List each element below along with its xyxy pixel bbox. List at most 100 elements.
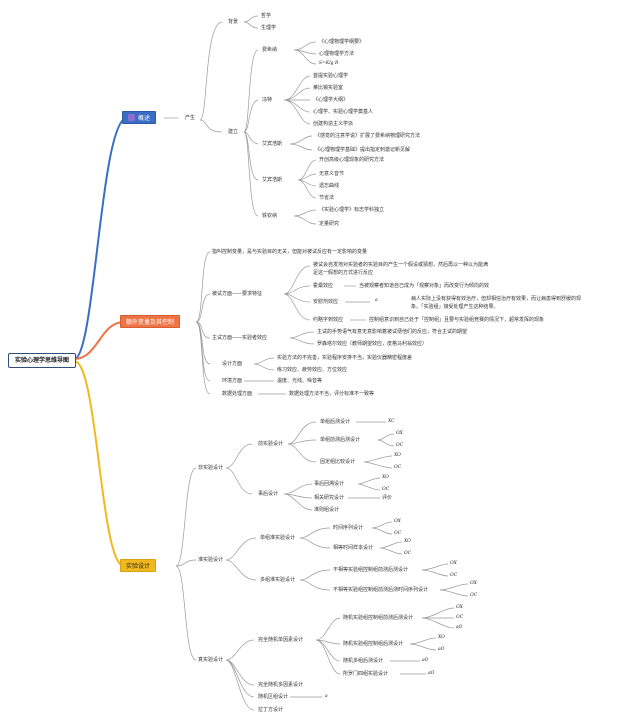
formula-oc-2: OC bbox=[394, 465, 402, 470]
node-exp-desc[interactable]: 主试的手势语气有意无意影响着被试便他们的反应，符合主试的期望 bbox=[317, 329, 468, 335]
category-extraneous[interactable]: 额外变量及其控制 bbox=[120, 315, 181, 328]
design-title: 实验设计 bbox=[126, 563, 151, 570]
node-rand-multi-post[interactable]: 随机多组后测设计 bbox=[343, 658, 384, 664]
node-placebo-desc2[interactable]: 象。「实验组」接受处理产生这种结果。 bbox=[411, 304, 499, 310]
formula-xo-2: XO bbox=[382, 475, 389, 480]
node-hawthorne[interactable]: 霍桑效应 bbox=[313, 283, 334, 289]
overview-title: 概述 bbox=[138, 115, 151, 122]
node-hawthorne-desc[interactable]: 当被观察者知道自己成为「观察对象」而改变行为倾向的效 bbox=[359, 283, 490, 289]
formula-ao-3: aO bbox=[422, 658, 429, 663]
node-true-experimental[interactable]: 真实验设计 bbox=[198, 657, 224, 663]
node-wundt-4[interactable]: 心理学、实验心理学奠基人 bbox=[313, 109, 374, 115]
branch-overview bbox=[73, 117, 127, 360]
node-complete-multi[interactable]: 完全随机多因素设计 bbox=[258, 682, 304, 688]
node-one-group-pre-post[interactable]: 单组前测后测设计 bbox=[320, 437, 361, 443]
node-quasi-single[interactable]: 单组准实验设计 bbox=[260, 535, 296, 541]
node-fechner[interactable]: 费希纳 bbox=[262, 47, 278, 53]
node-randomized-block[interactable]: 随机区组设计 bbox=[258, 694, 289, 700]
formula-ao-2: aO bbox=[438, 647, 445, 652]
formula-oc-4: OC bbox=[394, 531, 402, 536]
node-placebo-desc1[interactable]: 病人实际上没有获得有效治疗，但却相信治疗有效果，而让病患得到舒缓的现 bbox=[411, 296, 582, 302]
formula-a: a bbox=[325, 694, 328, 699]
node-rand-pre-post[interactable]: 随机实验组控制组前测后测设计 bbox=[343, 615, 414, 621]
node-ex-post-facto[interactable]: 事后设计 bbox=[258, 491, 279, 497]
node-quasi-multi[interactable]: 多组准实验设计 bbox=[260, 577, 296, 583]
node-fechner-method[interactable]: 心理物理学方法 bbox=[319, 51, 355, 57]
node-donders-4[interactable]: 节省法 bbox=[319, 195, 335, 201]
node-quasi[interactable]: 准实验设计 bbox=[198, 557, 224, 563]
node-ext-subject-desc1[interactable]: 被试会自发地对实验者的实验目的产生一个假设或猜想，然后再以一种以为能满 bbox=[313, 262, 489, 268]
node-wundt-1[interactable]: 首提实验心理学 bbox=[313, 73, 349, 79]
node-establish[interactable]: 建立 bbox=[228, 129, 239, 135]
formula-xo-4: XO bbox=[438, 635, 445, 640]
node-wundt-5[interactable]: 创建构造主义学派 bbox=[313, 121, 354, 127]
node-placebo[interactable]: 安慰剂效应 bbox=[313, 299, 339, 305]
node-complete-single[interactable]: 完全随机单因素设计 bbox=[258, 637, 304, 643]
node-ebb-2[interactable]: 《心理物理学基础》提出指定刺激记新见解 bbox=[315, 147, 411, 153]
node-correlation[interactable]: 相关研究设计 bbox=[314, 495, 345, 501]
node-wundt[interactable]: 冯特 bbox=[262, 97, 273, 103]
node-criterion-group[interactable]: 准则组设计 bbox=[314, 507, 340, 513]
node-ext-experimenter[interactable]: 主试方面——实验者效应 bbox=[212, 335, 268, 341]
node-titchener[interactable]: 铁钦纳 bbox=[262, 213, 278, 219]
category-overview[interactable]: 概述 bbox=[122, 111, 157, 124]
node-ebb-1[interactable]: 《感觉的注意学说》扩展了费希纳物理研究方法 bbox=[315, 133, 421, 139]
node-rosenthal[interactable]: 罗森塔尔效应（教师期望效应，皮格马利翁效应） bbox=[317, 341, 428, 347]
node-ext-environment[interactable]: 环境方面 bbox=[222, 378, 243, 384]
node-fechner-book[interactable]: 《心理物理学纲要》 bbox=[319, 39, 365, 45]
pencil-icon bbox=[128, 114, 135, 121]
formula-ao-4: aO bbox=[428, 671, 435, 676]
formula-ox-3: OX bbox=[450, 561, 457, 566]
node-ext-data[interactable]: 数据处理方面 bbox=[222, 391, 253, 397]
extraneous-title: 额外变量及其控制 bbox=[126, 319, 175, 326]
node-solomon[interactable]: 所罗门四组实验设计 bbox=[343, 671, 389, 677]
node-nonequiv-pre-post[interactable]: 不相等实验组控制组前测后测设计 bbox=[333, 567, 409, 573]
formula-oc-3: OC bbox=[382, 487, 390, 492]
node-non-experimental[interactable]: 非实验设计 bbox=[198, 465, 224, 471]
node-john-henry-desc[interactable]: 控制组意识到自己处于「控制组」且要与实验组竞赛的情况下，超常发挥的现象 bbox=[369, 317, 545, 323]
node-nonequiv-time[interactable]: 不相等实验组控制组前测后测时间序列设计 bbox=[333, 587, 429, 593]
node-one-shot-post[interactable]: 单组后测设计 bbox=[320, 419, 351, 425]
node-ext-design[interactable]: 设计方面 bbox=[222, 361, 243, 367]
node-evaluation[interactable]: 评价 bbox=[382, 495, 393, 501]
node-titchener-2[interactable]: 定量研究 bbox=[319, 221, 340, 227]
node-ext-subject-desc2[interactable]: 足这一假想的方式进行反应 bbox=[313, 270, 374, 276]
node-background[interactable]: 背景 bbox=[228, 19, 239, 25]
node-ext-def[interactable]: 指叫控制变量，是与实验目的无关，但能对被试反应有一定影响的变量 bbox=[212, 249, 368, 255]
node-donders-3[interactable]: 遗忘曲线 bbox=[319, 183, 340, 189]
node-produce[interactable]: 产生 bbox=[185, 115, 196, 121]
node-bg-physiology[interactable]: 生理学 bbox=[261, 25, 277, 31]
node-titchener-1[interactable]: 《实验心理学》标志学科独立 bbox=[319, 207, 385, 213]
node-ebbinghaus-b[interactable]: 艾宾浩斯 bbox=[262, 177, 283, 183]
node-placebo-a[interactable]: a bbox=[375, 298, 378, 303]
node-ext-subject[interactable]: 被试方面——要求特征 bbox=[212, 291, 263, 297]
node-equivalent-time[interactable]: 相等时间样本设计 bbox=[333, 545, 374, 551]
category-design[interactable]: 实验设计 bbox=[120, 559, 157, 572]
node-donders-2[interactable]: 无意义音节 bbox=[319, 171, 345, 177]
node-pre-experimental[interactable]: 前实验设计 bbox=[258, 441, 284, 447]
formula-oc-1: OC bbox=[396, 443, 404, 448]
branch-design bbox=[73, 360, 125, 567]
node-time-series[interactable]: 时间序列设计 bbox=[333, 525, 364, 531]
node-design-desc1[interactable]: 实验方法的不完善，实验程序安排不当，实验仪器精密程度差 bbox=[277, 355, 413, 361]
formula-ox-5: OX bbox=[456, 605, 463, 610]
node-static-group[interactable]: 固定组比较设计 bbox=[320, 459, 356, 465]
node-wundt-2[interactable]: 莱比锡实验室 bbox=[313, 85, 344, 91]
formula-ox-1: OX bbox=[396, 431, 403, 436]
sub-connectors bbox=[164, 15, 469, 711]
node-data-desc[interactable]: 数据处理方法不当，评分标准不一致等 bbox=[289, 391, 375, 397]
node-ex-post-trace[interactable]: 事后回溯设计 bbox=[314, 481, 345, 487]
node-latin-square[interactable]: 拉丁方设计 bbox=[258, 707, 284, 713]
node-john-henry[interactable]: 约略字到效应 bbox=[313, 317, 344, 323]
node-env-desc[interactable]: 温度、光线、噪音等 bbox=[277, 378, 323, 384]
root-node[interactable]: 实验心理学思维导图 bbox=[8, 353, 76, 368]
node-rand-post[interactable]: 随机实验组控制组后测设计 bbox=[343, 641, 404, 647]
node-design-desc2[interactable]: 练习效应、疲劳效应、方位效应 bbox=[277, 367, 348, 373]
node-fechner-formula[interactable]: S=Klg R bbox=[319, 61, 339, 66]
node-ebbinghaus-a[interactable]: 艾宾浩斯 bbox=[262, 141, 283, 147]
formula-ox-2: OX bbox=[394, 519, 401, 524]
formula-xo-3: XO bbox=[404, 539, 411, 544]
node-wundt-3[interactable]: 《心理学大纲》 bbox=[313, 97, 349, 103]
node-bg-philosophy[interactable]: 哲学 bbox=[261, 13, 272, 19]
node-donders-1[interactable]: 开创高级心理现象的研究方法 bbox=[319, 157, 385, 163]
